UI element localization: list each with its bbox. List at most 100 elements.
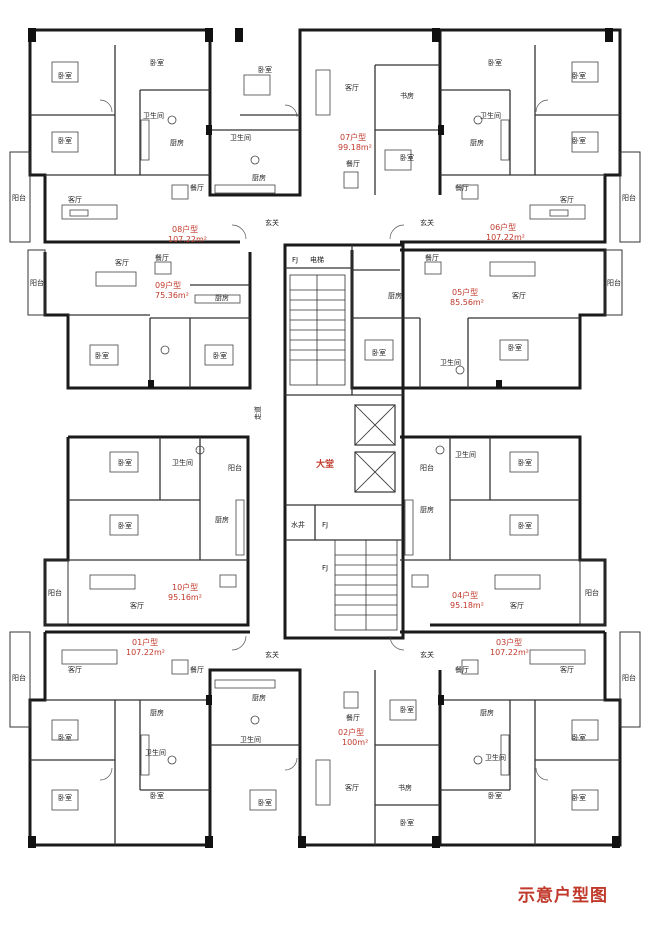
unit-area: 95.18m²	[450, 601, 484, 610]
unit-area: 85.56m²	[450, 298, 484, 307]
unit-area: 75.36m²	[155, 291, 189, 300]
label-bedroom: 卧室	[150, 791, 164, 800]
unit-area: 107.22m²	[486, 233, 525, 242]
label-bath: 卫生间	[440, 358, 461, 367]
unit-area: 107.22m²	[490, 648, 529, 657]
label-dining: 餐厅	[346, 159, 360, 168]
unit-area: 100m²	[342, 738, 368, 747]
stair-core	[289, 274, 398, 631]
label-bedroom: 卧室	[213, 351, 227, 360]
label-bath: 卫生间	[480, 111, 501, 120]
label-bedroom: 卧室	[518, 458, 532, 467]
label-bath: 卫生间	[172, 458, 193, 467]
unit-type: 03户型	[496, 637, 522, 647]
label-balcony: 阳台	[12, 193, 26, 202]
label-entry: 玄关	[420, 218, 434, 227]
label-kitchen: 厨房	[252, 693, 266, 702]
label-bedroom: 卧室	[58, 733, 72, 742]
balconies	[9, 151, 641, 728]
label-balcony: 阳台	[607, 278, 621, 287]
label-living: 客厅	[345, 83, 359, 92]
label-living: 客厅	[560, 665, 574, 674]
label-balcony: 阳台	[228, 463, 242, 472]
label-bath: 卫生间	[143, 111, 164, 120]
label-living: 客厅	[345, 783, 359, 792]
water-well-label: 水井	[291, 520, 305, 529]
label-bedroom: 卧室	[518, 521, 532, 530]
label-kitchen: 厨房	[480, 708, 494, 717]
label-living: 客厅	[68, 195, 82, 204]
label-bedroom: 卧室	[400, 818, 414, 827]
structural-columns	[28, 28, 620, 848]
unit-type: 07户型	[340, 132, 366, 142]
label-bedroom: 卧室	[150, 58, 164, 67]
core-labels: 电梯 FJ 大堂 水井 FJ FJ 走道	[253, 255, 334, 572]
label-bedroom: 卧室	[508, 343, 522, 352]
elevator-label: 电梯	[310, 255, 324, 264]
unit-area: 95.16m²	[168, 593, 202, 602]
label-kitchen: 厨房	[170, 138, 184, 147]
unit-area: 99.18m²	[338, 143, 372, 152]
label-bedroom: 卧室	[372, 348, 386, 357]
label-bedroom: 卧室	[572, 71, 586, 80]
label-bath: 卫生间	[240, 735, 261, 744]
label-living: 客厅	[130, 601, 144, 610]
unit-type: 04户型	[452, 590, 478, 600]
unit-type: 06户型	[490, 222, 516, 232]
corridor-label: 走道	[253, 406, 262, 420]
label-bedroom: 卧室	[488, 58, 502, 67]
fj-mark: FJ	[322, 564, 328, 572]
exterior-walls	[28, 28, 622, 847]
label-bedroom: 卧室	[572, 793, 586, 802]
label-bedroom: 卧室	[488, 791, 502, 800]
label-bedroom: 卧室	[572, 733, 586, 742]
furniture	[51, 61, 599, 811]
label-bedroom: 卧室	[572, 136, 586, 145]
label-balcony: 阳台	[420, 463, 434, 472]
label-kitchen: 厨房	[150, 708, 164, 717]
label-kitchen: 厨房	[252, 173, 266, 182]
label-bedroom: 卧室	[258, 65, 272, 74]
label-bath: 卫生间	[455, 450, 476, 459]
unit-type: 10户型	[172, 582, 198, 592]
unit-labels: 08户型 107.22m² 07户型 99.18m² 06户型 107.22m²…	[126, 132, 529, 747]
label-living: 客厅	[68, 665, 82, 674]
label-kitchen: 厨房	[215, 515, 229, 524]
fj-mark: FJ	[292, 256, 298, 264]
label-bedroom: 卧室	[58, 793, 72, 802]
lobby-label: 大堂	[316, 458, 334, 470]
label-bedroom: 卧室	[118, 458, 132, 467]
elevator-1	[354, 404, 396, 446]
label-kitchen: 厨房	[470, 138, 484, 147]
label-bath: 卫生间	[145, 748, 166, 757]
label-bath: 卫生间	[485, 753, 506, 762]
label-bedroom: 卧室	[58, 136, 72, 145]
label-balcony: 阳台	[12, 673, 26, 682]
label-entry: 玄关	[420, 650, 434, 659]
label-dining: 餐厅	[425, 253, 439, 262]
unit-area: 107.22m²	[126, 648, 165, 657]
unit-type: 01户型	[132, 637, 158, 647]
label-study: 书房	[400, 91, 414, 100]
label-living: 客厅	[510, 601, 524, 610]
label-bedroom: 卧室	[118, 521, 132, 530]
label-balcony: 阳台	[48, 588, 62, 597]
interior-walls	[30, 45, 620, 845]
label-entry: 玄关	[265, 650, 279, 659]
room-labels: 卧室 卧室 卧室 卫生间 厨房 客厅 餐厅 阳台 卧室 卫生间 厨房 客厅 餐厅…	[12, 58, 636, 827]
label-balcony: 阳台	[622, 673, 636, 682]
elevator-2	[354, 451, 396, 493]
unit-type: 08户型	[172, 224, 198, 234]
unit-area: 107.22m²	[168, 235, 207, 244]
diagram-caption: 示意户型图	[518, 886, 608, 906]
label-bedroom: 卧室	[258, 798, 272, 807]
label-living: 客厅	[512, 291, 526, 300]
label-bedroom: 卧室	[58, 71, 72, 80]
label-dining: 餐厅	[155, 253, 169, 262]
label-kitchen: 厨房	[388, 291, 402, 300]
doors	[99, 99, 549, 781]
label-living: 客厅	[560, 195, 574, 204]
label-kitchen: 厨房	[215, 293, 229, 302]
